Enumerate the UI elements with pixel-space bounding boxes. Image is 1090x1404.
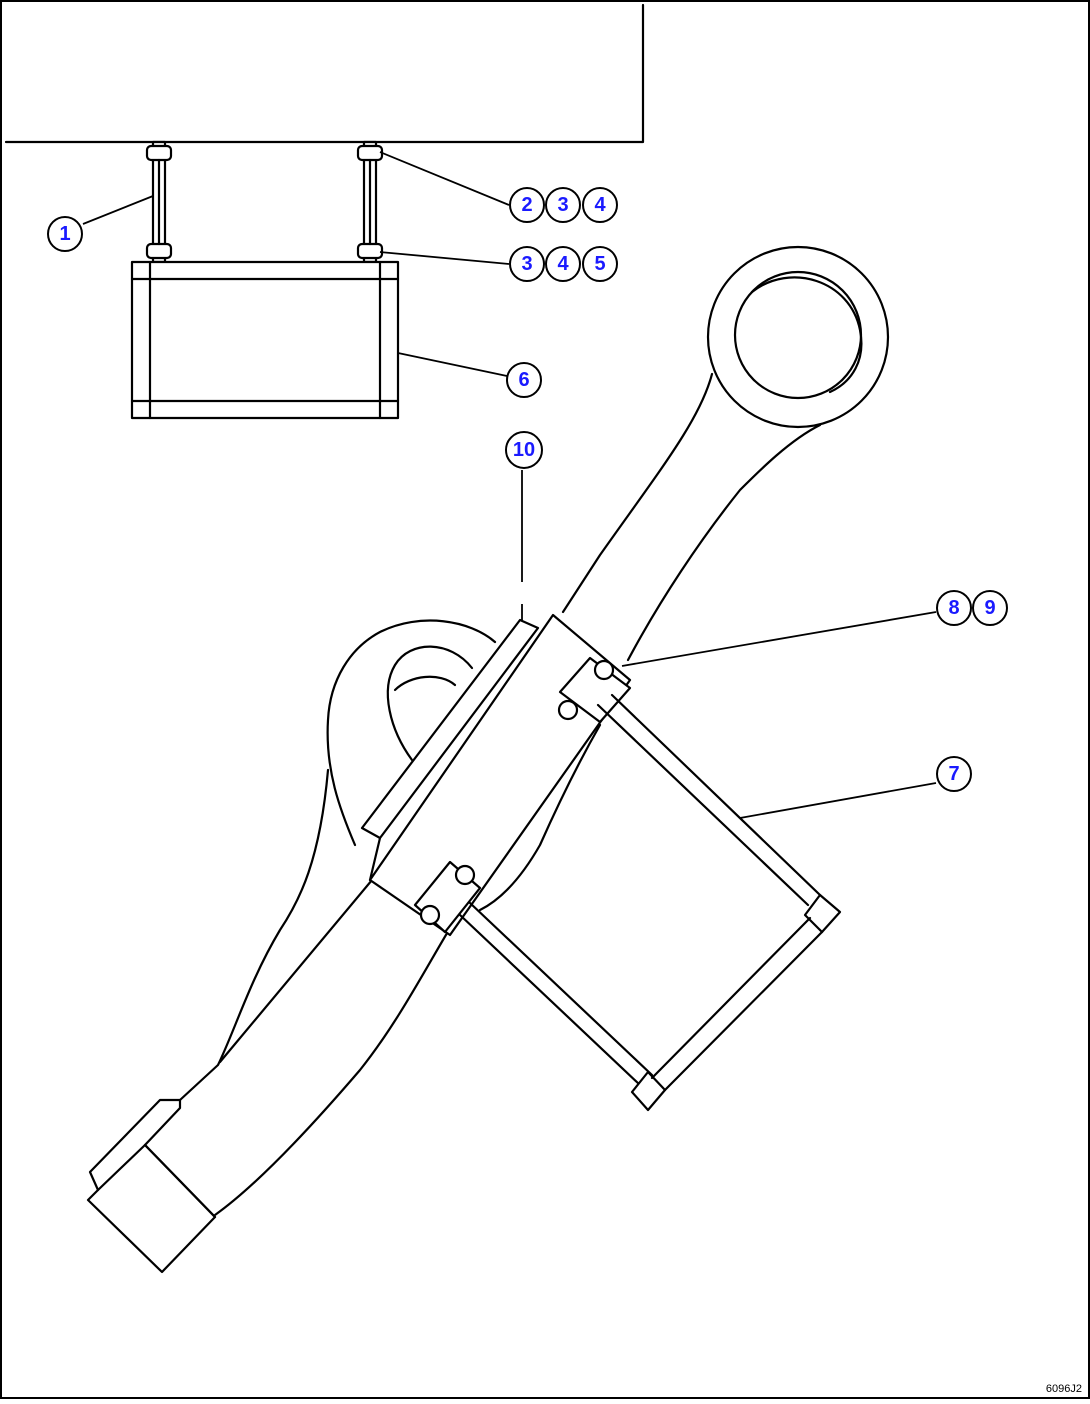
clamp-bolt-upper — [557, 656, 632, 724]
callout-balloon: 8 — [936, 590, 972, 626]
callout-label: 6 — [518, 369, 529, 391]
callout-balloon: 1 — [47, 216, 83, 252]
callout-label: 3 — [557, 194, 568, 216]
callout-balloon: 3 — [509, 246, 545, 282]
callout-label: 5 — [594, 253, 605, 275]
mounting-bolt-right — [356, 140, 384, 264]
callout-label: 1 — [59, 223, 70, 245]
callout-balloon: 7 — [936, 756, 972, 792]
callout-label: 10 — [513, 439, 535, 461]
leader-lines — [82, 151, 937, 819]
callout-label: 9 — [984, 597, 995, 619]
bracket-frame — [458, 693, 842, 1112]
callout-balloon: 4 — [582, 187, 618, 223]
callout-balloon: 4 — [545, 246, 581, 282]
callout-balloon: 5 — [582, 246, 618, 282]
figure-number: 6096J2 — [1046, 1383, 1082, 1395]
callout-balloon: 6 — [506, 362, 542, 398]
hanger-box — [130, 260, 400, 420]
callout-label: 2 — [521, 194, 532, 216]
mounting-bolt-left — [145, 140, 173, 264]
clamp-bolt-lower — [413, 860, 482, 934]
callout-balloon: 9 — [972, 590, 1008, 626]
callout-label: 4 — [557, 253, 569, 275]
callout-label: 3 — [521, 253, 532, 275]
callout-label: 4 — [594, 194, 606, 216]
callout-balloon: 3 — [545, 187, 581, 223]
frame-panel — [4, 3, 645, 144]
callout-label: 7 — [948, 763, 959, 785]
callout-balloon: 10 — [505, 431, 543, 469]
callout-label: 8 — [948, 597, 959, 619]
arm-assembly — [86, 245, 890, 1274]
callout-balloon: 2 — [509, 187, 545, 223]
